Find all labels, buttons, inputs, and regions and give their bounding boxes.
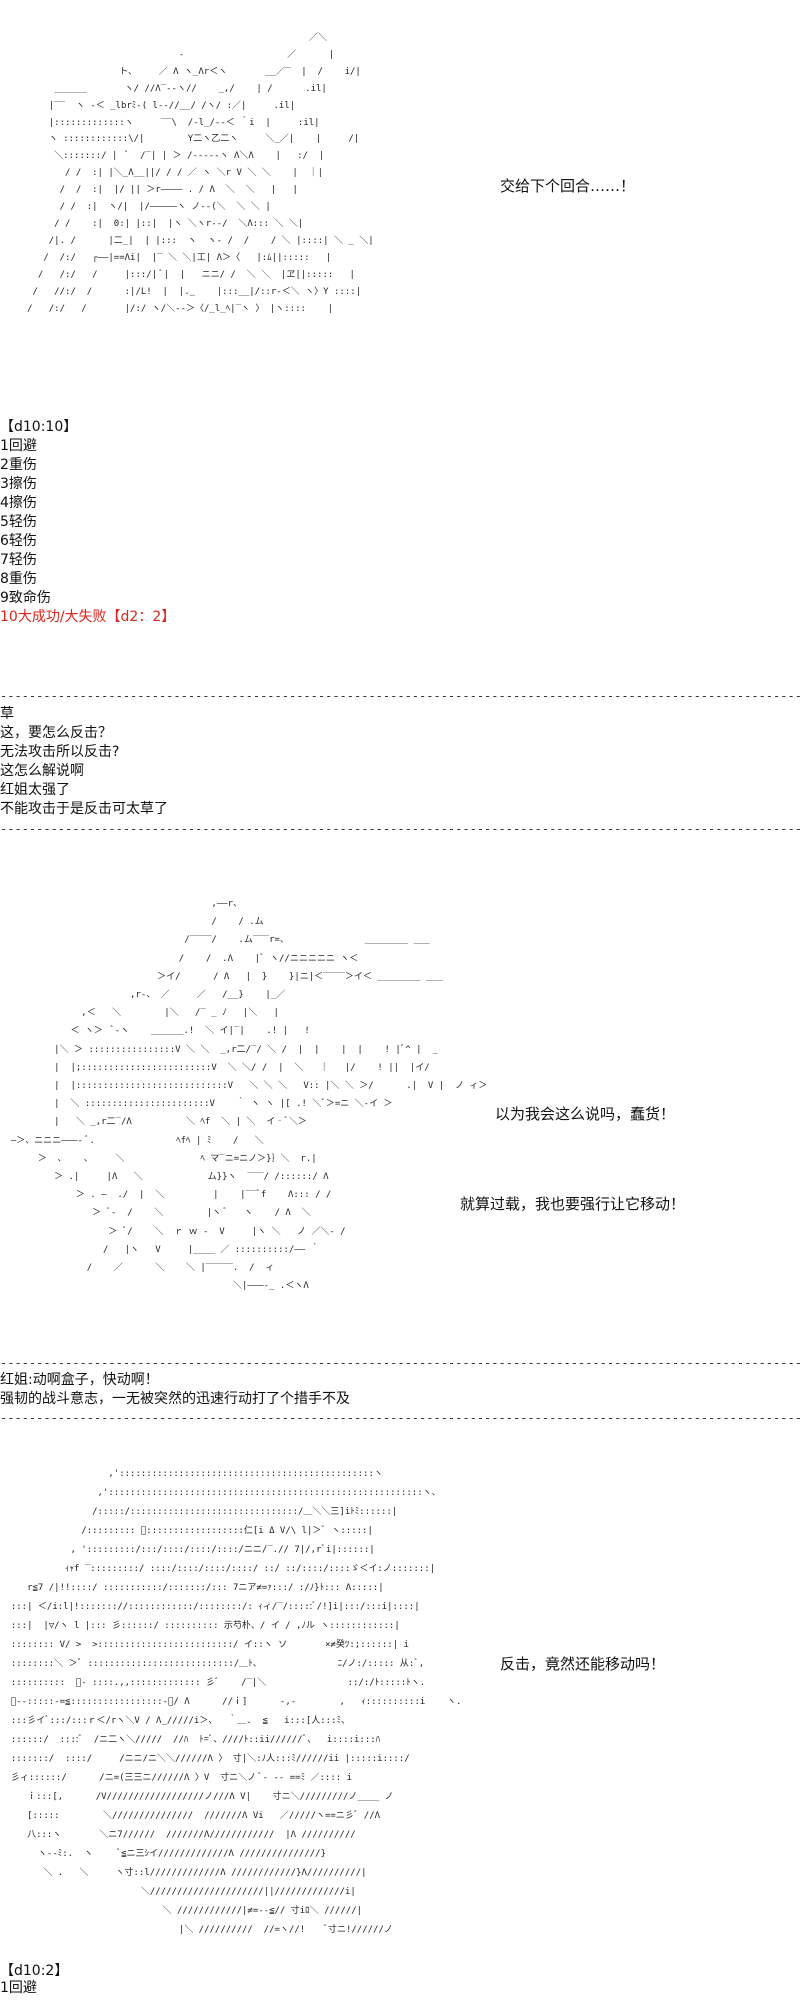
list-item: 9致命伤 bbox=[0, 590, 51, 606]
list-item: 5轻伤 bbox=[0, 514, 37, 530]
list-item: 2重伤 bbox=[0, 457, 37, 473]
dice-roll-result: 10大成功/大失败【d2：2】 bbox=[0, 609, 176, 625]
narration-line: 强韧的战斗意志，一无被突然的迅速行动打了个措手不及 bbox=[0, 1391, 350, 1407]
comment-line: 红姐太强了 bbox=[0, 782, 70, 798]
dice-roll-table: 1回避 bbox=[0, 1979, 37, 1998]
comments-block: 草 这，要怎么反击？ 无法攻击所以反击? 这怎么解说啊 红姐太强了 不能攻击于是… bbox=[0, 705, 168, 819]
ascii-art-mecha-2: ,――r、 / / .ム /‾‾‾‾/ .ム‾‾‾r=、 ________ __… bbox=[10, 899, 488, 1292]
list-item: 6轻伤 bbox=[0, 533, 37, 549]
comment-line: 不能攻击于是反击可太草了 bbox=[0, 801, 168, 817]
list-item: 4擦伤 bbox=[0, 495, 37, 511]
ascii-art-mecha-1: ／＼ ‐ ／ | ト、 ／ Λ ヽ_Λr＜ヽ __／‾ | / i/| ____… bbox=[27, 33, 374, 314]
list-item: 1回避 bbox=[0, 438, 37, 454]
comment-line: 无法攻击所以反击? bbox=[0, 744, 120, 760]
dialogue-caption: 就算过载，我也要强行让它移动！ bbox=[460, 1195, 686, 1213]
narration-block: 红姐:动啊盒子，快动啊！ 强韧的战斗意志，一无被突然的迅速行动打了个措手不及 bbox=[0, 1371, 350, 1409]
comment-line: 这，要怎么反击？ bbox=[0, 725, 112, 741]
separator: ----------------------------------------… bbox=[0, 822, 800, 836]
comment-line: 草 bbox=[0, 706, 14, 722]
narration-line: 红姐:动啊盒子，快动啊！ bbox=[0, 1372, 159, 1388]
list-item: 3擦伤 bbox=[0, 476, 37, 492]
separator: ----------------------------------------… bbox=[0, 1356, 800, 1370]
separator: ----------------------------------------… bbox=[0, 689, 800, 703]
dice-roll-table: 1回避 2重伤 3擦伤 4擦伤 5轻伤 6轻伤 7轻伤 8重伤 9致命伤 10大… bbox=[0, 437, 175, 627]
ascii-art-mecha-3: ,'::::::::::::::::::::::::::::::::::::::… bbox=[5, 1469, 462, 1935]
dice-roll-header: 【d10:2】 bbox=[0, 1963, 69, 1979]
separator: ----------------------------------------… bbox=[0, 1411, 800, 1425]
list-item: 7轻伤 bbox=[0, 552, 37, 568]
list-item: 8重伤 bbox=[0, 571, 37, 587]
dialogue-caption: 反击，竟然还能移动吗！ bbox=[500, 1655, 666, 1673]
dice-roll-header: 【d10:10】 bbox=[0, 419, 78, 435]
dialogue-caption: 以为我会这么说吗，蠢货！ bbox=[495, 1105, 676, 1123]
comment-line: 这怎么解说啊 bbox=[0, 763, 84, 779]
dialogue-caption: 交给下个回合……！ bbox=[500, 177, 636, 195]
list-item: 1回避 bbox=[0, 1980, 37, 1996]
